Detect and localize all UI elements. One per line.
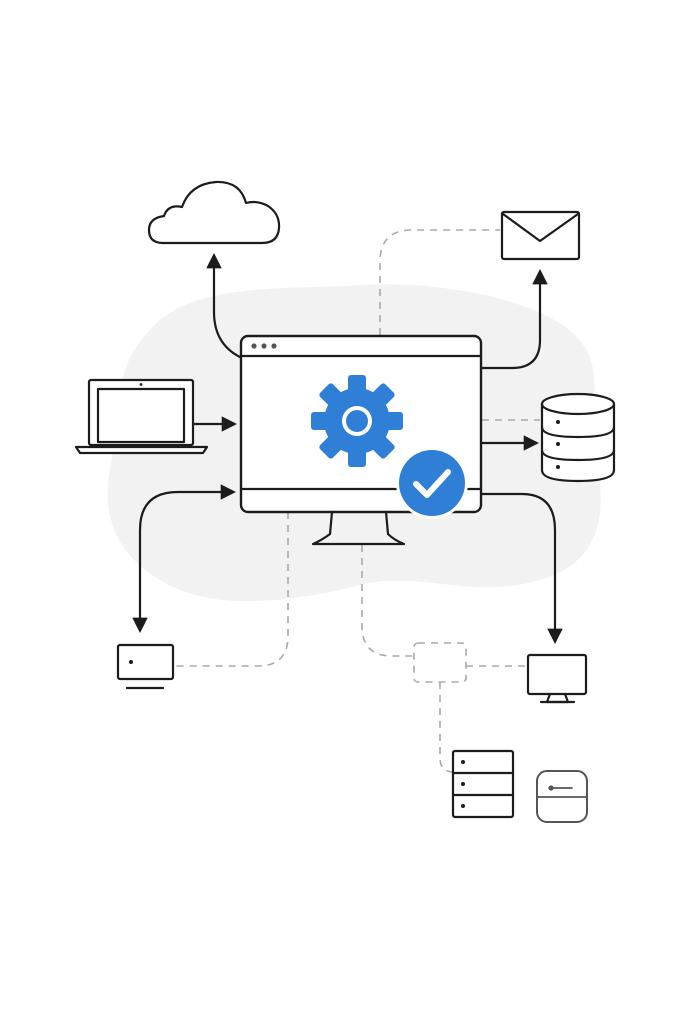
- dashed-link-small-monitor: [174, 512, 289, 667]
- server-rack-icon[interactable]: [451, 749, 515, 819]
- small-monitor-icon[interactable]: [116, 643, 175, 690]
- window-dot-icon: [271, 343, 277, 349]
- arrow-small-monitor-bidirectional: [132, 484, 237, 634]
- dashed-connections: [174, 229, 540, 773]
- monitor-stand: [311, 510, 406, 546]
- cloud-icon[interactable]: [147, 180, 281, 245]
- arrow-to-email: [480, 268, 548, 370]
- dashed-link-junction-to-server: [439, 682, 455, 773]
- junction-box: [413, 642, 467, 683]
- window-dot-icon: [261, 343, 267, 349]
- window-dot-icon: [251, 343, 257, 349]
- check-badge-icon: [396, 447, 468, 519]
- dashed-link-junction: [361, 545, 414, 657]
- desktop-monitor-icon[interactable]: [526, 653, 588, 704]
- gear-icon: [311, 375, 403, 467]
- arrow-to-desktop-monitor: [480, 492, 563, 645]
- storage-device-icon[interactable]: [536, 770, 588, 823]
- envelope-icon[interactable]: [500, 210, 581, 261]
- database-icon[interactable]: [540, 392, 616, 483]
- solid-connections: [132, 252, 563, 645]
- laptop-icon[interactable]: [74, 378, 209, 455]
- arrow-to-cloud: [206, 252, 244, 360]
